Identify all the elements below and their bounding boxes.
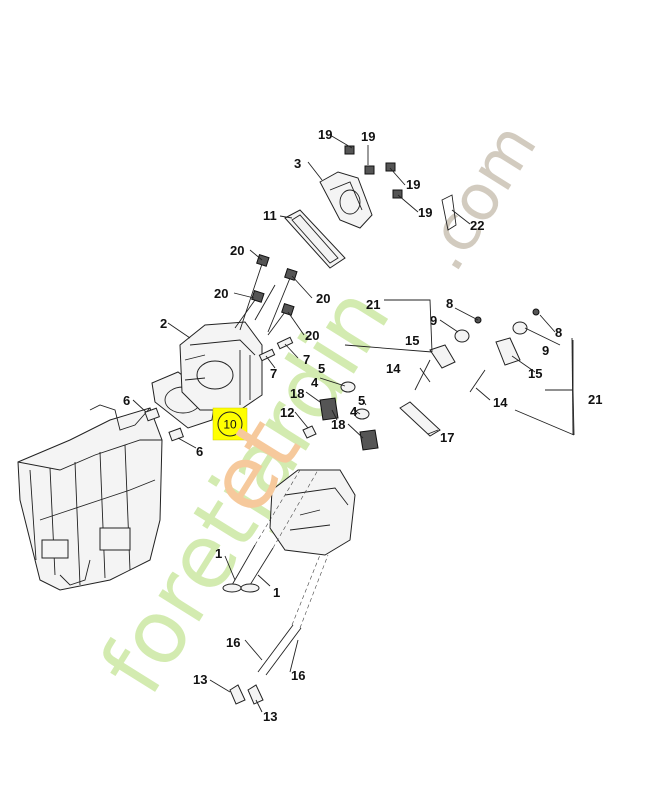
cover-screws [344,145,403,199]
breather-tube [441,194,457,231]
callout-label-6: 6 [123,393,130,408]
callout-label-20: 20 [230,243,244,258]
callout-label-5: 5 [318,361,325,376]
callout-label-16: 16 [291,668,305,683]
leader-lines [132,134,575,713]
callout-label-7: 7 [303,352,310,367]
callout-label-20: 20 [305,328,319,343]
callout-labels: 1 1 2 3 4 4 5 5 6 6 7 7 8 8 9 9 11 12 13… [123,127,602,724]
callout-label-8: 8 [555,325,562,340]
rocker-assembly [302,308,540,451]
callout-label-1: 1 [215,546,222,561]
callout-label-12: 12 [280,405,294,420]
callout-label-17: 17 [440,430,454,445]
watermark-domain: .com [406,111,552,283]
callout-label-11: 11 [263,208,277,223]
callout-label-19: 19 [406,177,420,192]
engine-block [17,404,163,591]
callout-label-16: 16 [226,635,240,650]
callout-label-20: 20 [316,291,330,306]
callout-label-6: 6 [196,444,203,459]
tappets [229,684,264,705]
callout-label-13: 13 [193,672,207,687]
callout-label-22: 22 [470,218,484,233]
rocker-cover [319,171,373,229]
callout-label-8: 8 [446,296,453,311]
callout-label-7: 7 [270,366,277,381]
alignment-lines [254,469,329,629]
callout-label-18: 18 [331,417,345,432]
lower-head [269,469,356,556]
callout-label-9: 9 [542,343,549,358]
valves [222,544,274,593]
callout-label-15: 15 [528,366,542,381]
rocker-cover-gasket [284,209,346,269]
callout-label-2: 2 [160,316,167,331]
push-rods [257,624,302,676]
highlighted-callout-10[interactable]: 10 [212,407,248,441]
callout-label-4: 4 [350,404,358,419]
callout-label-19: 19 [318,127,332,142]
callout-label-19: 19 [361,129,375,144]
callout-label-19: 19 [418,205,432,220]
callout-label-5: 5 [358,393,365,408]
callout-label-4: 4 [311,375,319,390]
callout-label-14: 14 [386,361,401,376]
callout-label-14: 14 [493,395,508,410]
callout-label-10: 10 [223,418,237,432]
callout-label-20: 20 [214,286,228,301]
callout-label-3: 3 [294,156,301,171]
callout-label-1: 1 [273,585,280,600]
callout-label-9: 9 [430,313,437,328]
head-bolts [234,254,298,336]
callout-label-21: 21 [366,297,380,312]
callout-label-18: 18 [290,386,304,401]
callout-label-21: 21 [588,392,602,407]
callout-label-13: 13 [263,709,277,724]
cylinder-head [179,321,263,411]
dowel-pins [144,407,184,442]
callout-label-15: 15 [405,333,419,348]
